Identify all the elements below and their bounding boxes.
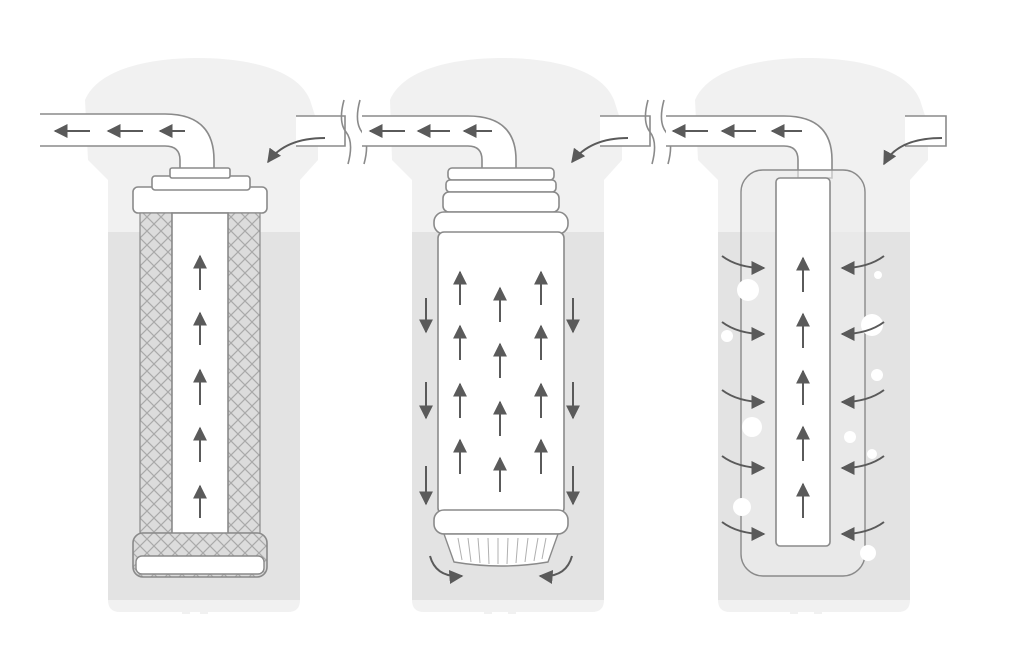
top-cap-2 <box>433 167 569 235</box>
top-cap-1 <box>132 167 268 214</box>
inlet-pipe-3 <box>883 115 947 166</box>
bottom-cap-2 <box>433 509 569 567</box>
inlet-arrow-2 <box>571 137 629 164</box>
loose-media-filter-unit <box>666 58 947 614</box>
connecting-pipe-b <box>571 99 672 165</box>
bottom-swirl-arrows-2 <box>429 555 573 584</box>
mesh-wall-left <box>139 212 173 534</box>
inner-up-arrows-2 <box>453 270 548 492</box>
side-down-arrows-2 <box>419 298 580 506</box>
core-tube-3 <box>775 177 831 547</box>
bottom-cap-1 <box>132 532 268 578</box>
mesh-filter-unit <box>40 58 318 614</box>
pleated-filter-unit <box>362 58 622 614</box>
inlet-arrow-1 <box>267 137 326 164</box>
inlet-arrow-3 <box>883 137 943 166</box>
mesh-wall-right <box>227 212 261 534</box>
inflow-arrows-left-3 <box>721 255 766 541</box>
connecting-pipe-a <box>267 99 368 165</box>
inflow-arrows-right-3 <box>840 255 885 541</box>
